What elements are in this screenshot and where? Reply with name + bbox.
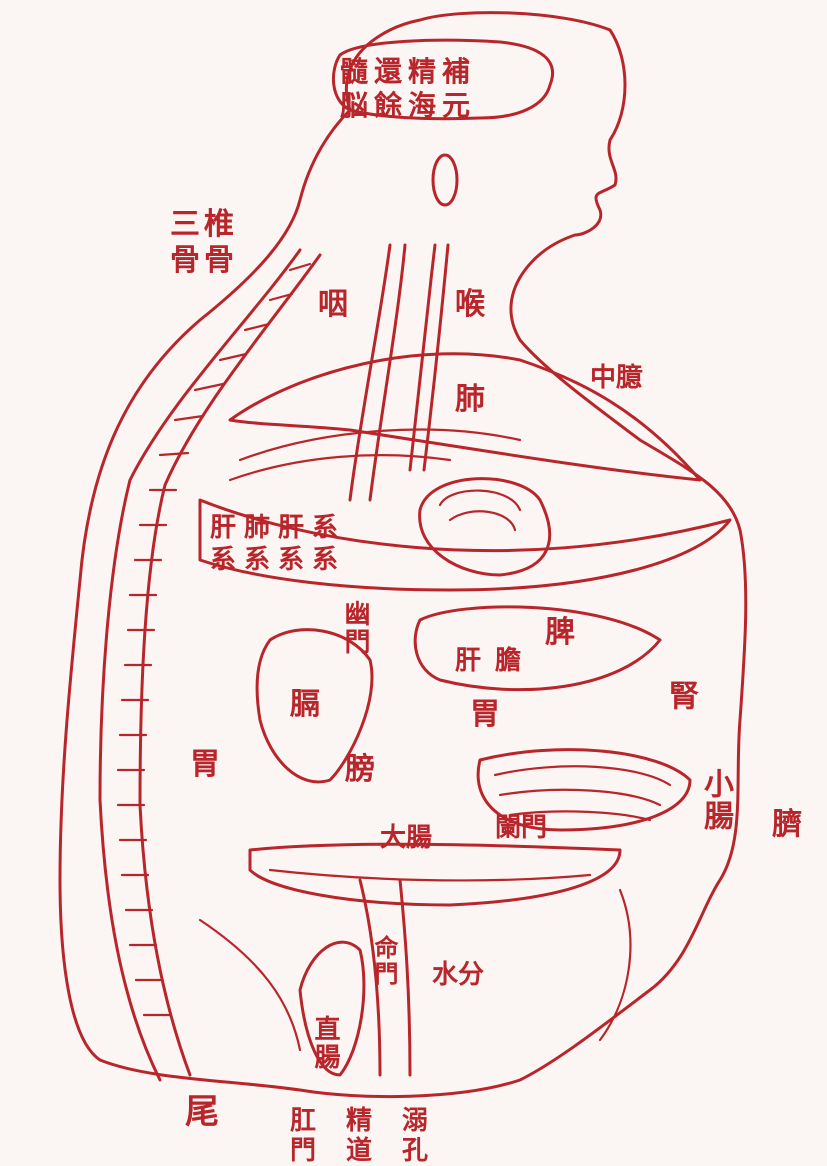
rectum-label: 直腸 [312,1015,338,1071]
kidney-label: 腎 [665,680,695,712]
large-intestine-label: 大腸 [380,825,432,851]
vertebra-char: 骨 [170,246,204,276]
heart-system-char: 肝 [278,515,312,541]
vertebra-char: 骨 [204,246,238,276]
bottom-char: 溺 [402,1108,458,1134]
heart-system-label-group: 肝 肺 肝 系 系 系 系 系 [210,515,346,573]
brain-char: 海 [408,92,442,120]
bladder-label: 膀 [345,755,375,785]
heart-system-char: 系 [312,547,346,573]
bottom-char: 道 [346,1138,402,1164]
larynx-label: 喉 [455,290,485,320]
bottom-char: 精 [346,1108,402,1134]
tailbone-label: 尾 [185,1095,219,1129]
brain-char: 餘 [374,92,408,120]
stomach-lower-label: 胃 [470,700,500,730]
bottom-char: 孔 [402,1138,458,1164]
heart-system-char: 系 [210,547,244,573]
vertebra-char: 椎 [204,210,238,240]
spine-line-inner [140,255,320,1075]
heart-system-char: 肝 [210,515,244,541]
heart-system-char: 系 [312,515,346,541]
vertebra-label-group: 三 椎 骨 骨 [170,210,238,276]
throat-label: 咽 [318,290,348,320]
ileocecal-label: 闌門 [495,815,547,841]
water-label: 水分 [432,962,484,988]
bottom-label-group: 肛 精 溺 門 道 孔 [290,1108,458,1164]
heart-system-char: 系 [278,547,312,573]
brain-label-group: 髓 還 精 補 脳 餘 海 元 [340,58,476,120]
brain-char: 髓 [340,58,374,86]
vertebra-char: 三 [170,210,204,240]
brain-char: 還 [374,58,408,86]
brain-char: 補 [442,58,476,86]
bottom-char: 門 [290,1138,346,1164]
heart-outline [420,479,550,575]
brain-char: 脳 [340,92,374,120]
heart-system-char: 系 [244,547,278,573]
right-organ-label: 胃 [190,750,220,780]
diaphragm-label: 膈 [290,690,320,720]
brain-char: 精 [408,58,442,86]
gallbladder-label: 膽 [495,648,521,674]
ear-outline [433,155,457,205]
esophagus [410,245,448,470]
stomach-outline [415,607,660,690]
stomach-label: 脾 [545,618,575,648]
head-outline [60,13,746,1097]
pylorus-label: 幽門 [342,600,368,656]
navel-label: 臍 [772,810,802,840]
trachea [350,245,405,500]
small-intestine-label: 小腸 [700,768,730,832]
brain-char: 元 [442,92,476,120]
lung-label: 肺 [455,385,485,415]
liver-label: 肝 [455,648,481,674]
life-gate-label: 命門 [372,935,396,987]
heart-system-char: 肺 [244,515,278,541]
bottom-char: 肛 [290,1108,346,1134]
mid-chest-label: 中臆 [590,365,642,391]
